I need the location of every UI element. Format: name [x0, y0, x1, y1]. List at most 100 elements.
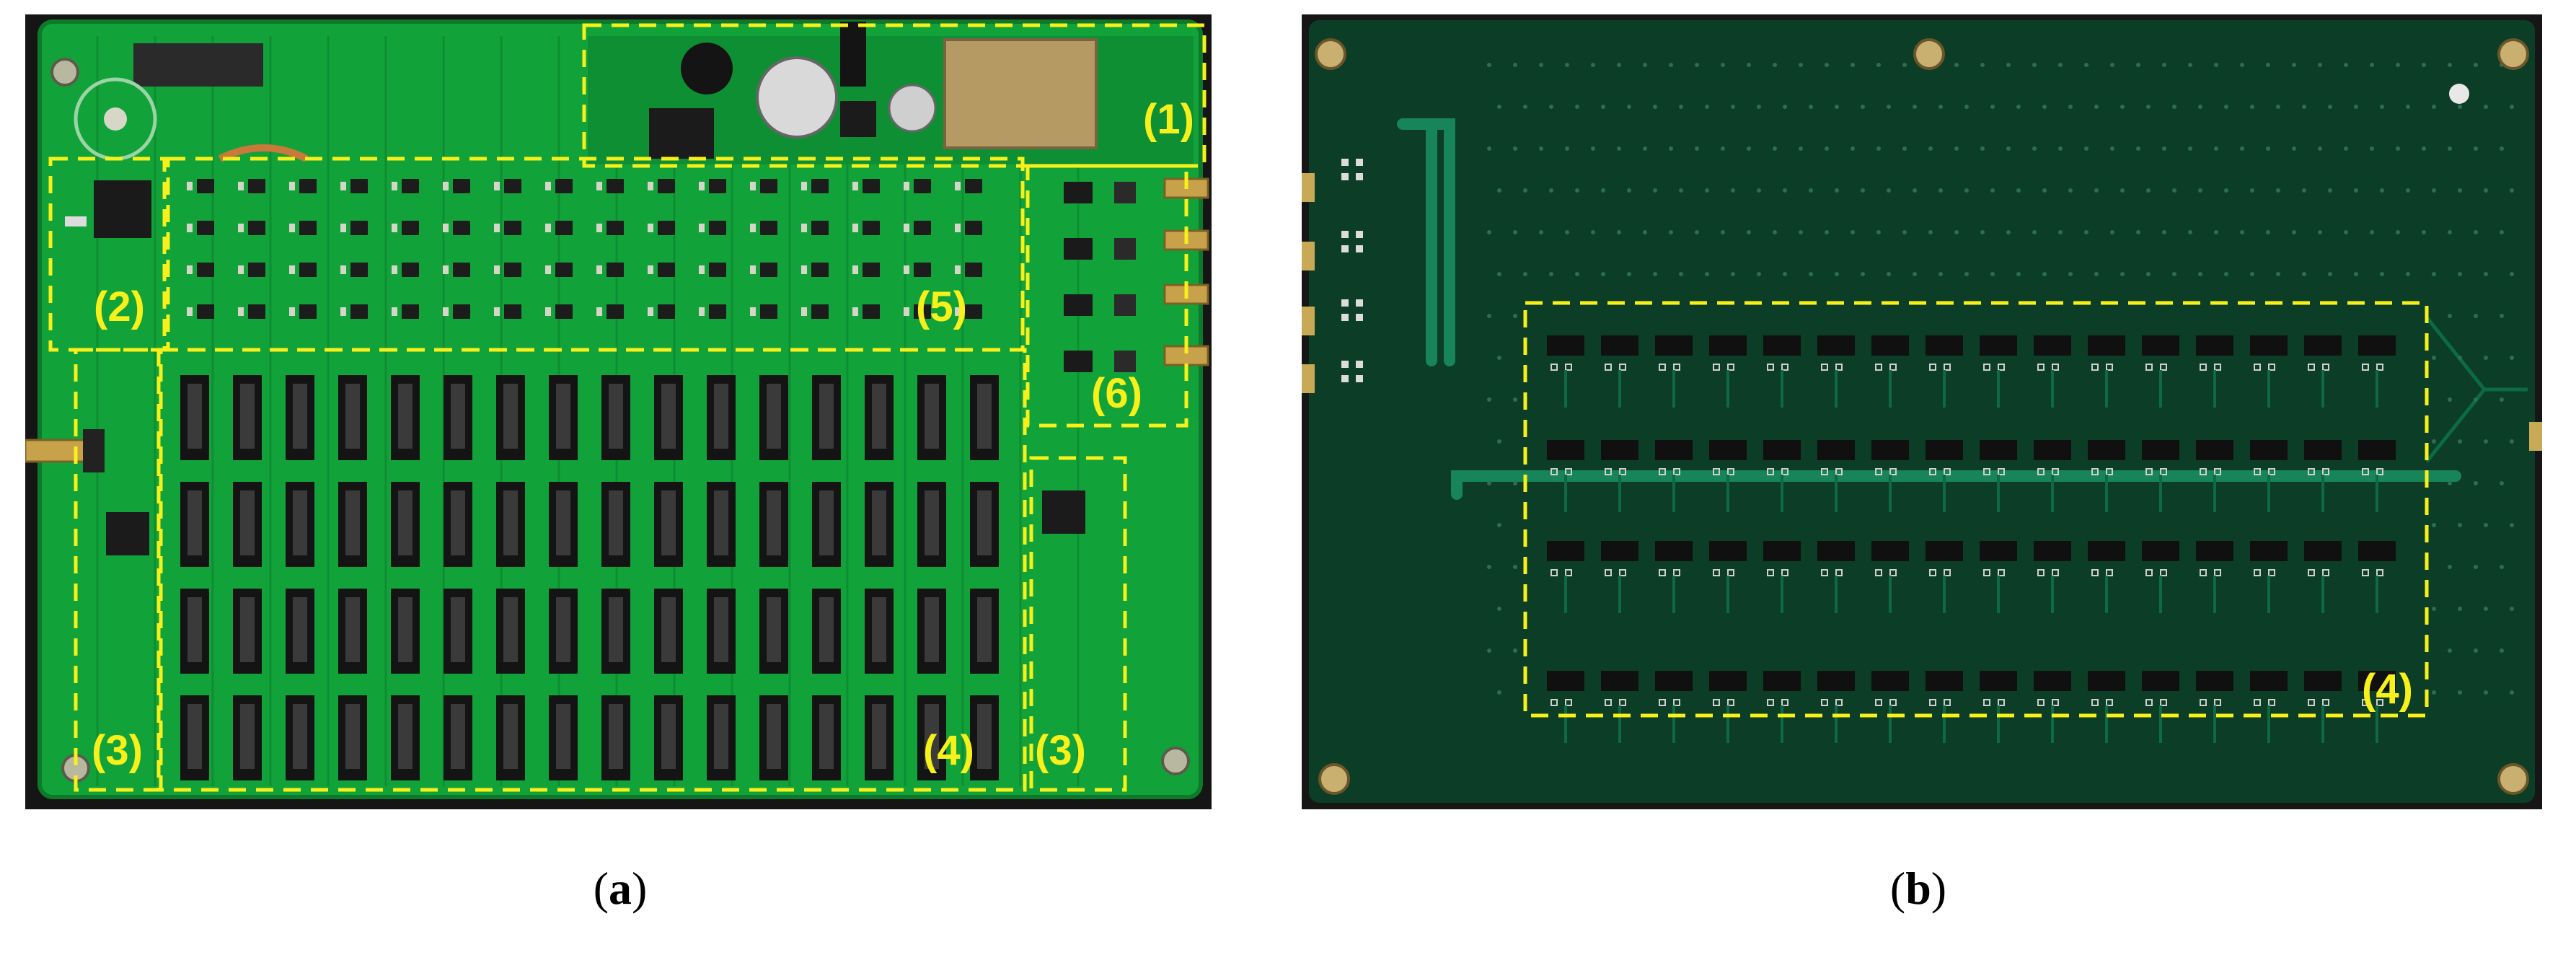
caption-letter: a	[609, 863, 632, 914]
relay-component	[970, 589, 999, 674]
io-chip	[1114, 182, 1136, 203]
relay-component	[2088, 335, 2125, 408]
relay-component	[865, 695, 894, 780]
label-region-4: (4)	[923, 727, 974, 774]
driver-chip	[299, 263, 317, 277]
relay-component	[1601, 335, 1638, 408]
relay-component	[1601, 671, 1638, 743]
io-chip	[1064, 294, 1093, 316]
relay-component	[233, 695, 262, 780]
relay-component	[1980, 671, 2017, 743]
driver-chip	[299, 221, 317, 235]
driver-chip	[914, 179, 931, 193]
driver-chip	[402, 263, 419, 277]
driver-chip	[504, 263, 521, 277]
relay-component	[2358, 440, 2396, 512]
driver-chip	[197, 304, 214, 319]
relay-component	[496, 695, 525, 780]
driver-chip	[709, 179, 726, 193]
relay-component	[1763, 335, 1801, 408]
bus-chip-left	[106, 512, 149, 555]
driver-chip	[350, 263, 368, 277]
relay-component	[286, 375, 314, 460]
caption-b: (b)	[1846, 866, 1990, 912]
relay-component	[812, 375, 841, 460]
relay-component	[496, 589, 525, 674]
relay-component	[865, 589, 894, 674]
relay-component	[2250, 671, 2288, 743]
relay-array	[180, 375, 999, 780]
driver-chip	[555, 304, 573, 319]
relay-component	[338, 589, 367, 674]
relay-component	[1871, 335, 1909, 408]
driver-chip	[248, 221, 265, 235]
relay-component	[2034, 440, 2071, 512]
region-6-box	[1025, 164, 1188, 428]
driver-chip	[965, 179, 982, 193]
driver-chip	[658, 304, 675, 319]
relay-component	[338, 482, 367, 567]
relay-component	[707, 482, 736, 567]
driver-chip	[965, 304, 982, 319]
relay-component	[654, 375, 683, 460]
photo-board-a: (1) (2) (5) (6) (3) (4) (3)	[25, 14, 1212, 809]
driver-chip	[606, 221, 624, 235]
caption-open-paren: (	[593, 863, 609, 914]
driver-chip	[863, 304, 880, 319]
relay-component	[1926, 541, 1963, 613]
relay-component	[549, 695, 578, 780]
driver-chip	[350, 179, 368, 193]
relay-component	[2250, 541, 2288, 613]
relay-component	[1817, 541, 1855, 613]
driver-chip	[658, 179, 675, 193]
relay-component	[1547, 541, 1584, 613]
relay-component	[970, 375, 999, 460]
region-3-right-box	[1029, 456, 1127, 792]
caption-a: (a)	[548, 866, 692, 912]
driver-chip	[658, 221, 675, 235]
driver-chip	[760, 304, 777, 319]
driver-chip	[965, 263, 982, 277]
relay-component	[865, 375, 894, 460]
pin-header	[133, 43, 263, 87]
bus-chip-right	[1042, 490, 1085, 534]
relay-component	[338, 695, 367, 780]
driver-chip	[453, 221, 470, 235]
relay-component	[391, 695, 420, 780]
relay-component	[1980, 335, 2017, 408]
relay-component	[1817, 440, 1855, 512]
driver-chip	[299, 304, 317, 319]
region-4-box	[159, 348, 1027, 792]
relay-component	[286, 695, 314, 780]
driver-chip	[402, 179, 419, 193]
relay-component	[391, 589, 420, 674]
driver-chip	[606, 263, 624, 277]
relay-component	[1709, 541, 1747, 613]
relay-component	[654, 482, 683, 567]
relay-component	[180, 695, 209, 780]
driver-chip	[555, 221, 573, 235]
relay-component	[1871, 541, 1909, 613]
driver-chip	[453, 263, 470, 277]
relay-component	[812, 695, 841, 780]
region-3-left-box	[74, 348, 161, 792]
relay-component	[759, 695, 788, 780]
relay-component	[1871, 671, 1909, 743]
driver-chip	[504, 179, 521, 193]
relay-component	[917, 375, 946, 460]
relay-component	[2304, 671, 2342, 743]
relay-component	[2088, 541, 2125, 613]
relay-component	[759, 375, 788, 460]
relay-component	[917, 482, 946, 567]
relay-component	[233, 589, 262, 674]
driver-chip	[248, 304, 265, 319]
relay-component	[601, 375, 630, 460]
relay-component	[1655, 335, 1693, 408]
label-region-3-right: (3)	[1035, 727, 1086, 774]
relay-component	[1547, 440, 1584, 512]
driver-chip	[811, 179, 829, 193]
relay-component	[444, 482, 472, 567]
relay-component	[1601, 541, 1638, 613]
driver-chip	[299, 179, 317, 193]
relay-component	[444, 375, 472, 460]
